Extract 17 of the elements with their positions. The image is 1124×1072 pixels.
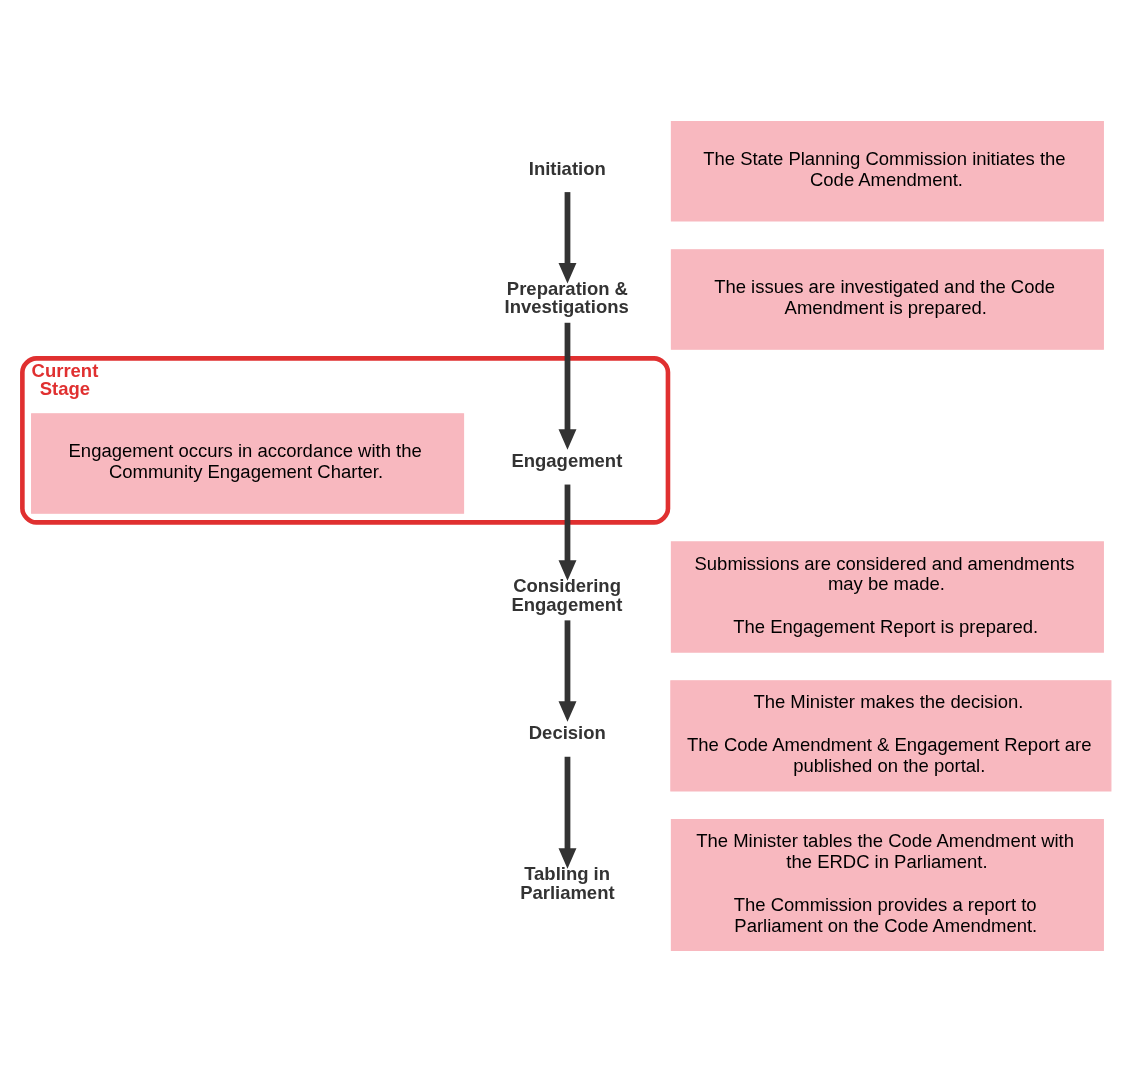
arrow (558, 322, 577, 450)
node-text: Tabling in Parliament (520, 863, 615, 903)
node-text: Preparation & Investigations (504, 277, 629, 318)
node-text: Engagement (511, 449, 623, 471)
node-text: Decision (528, 722, 606, 744)
arrow (558, 484, 577, 581)
node-box: The State Planning Commission initiates the Code Amendment. (670, 121, 1104, 222)
node-box: Engagement occurs in accordance with the Community Engagement Charter. (31, 413, 465, 514)
arrow (558, 620, 577, 722)
node-box: The issues are investigated and the Code Amendment is prepared. (670, 249, 1104, 350)
node-box: Submissions are considered and amendments may be made. The Engagement Report is prepared. (670, 541, 1104, 653)
node-text: Initiation (528, 157, 606, 179)
node-box: The Minister makes the decision. The Code Amendment & Engagement Report are published on the portal. (670, 680, 1112, 792)
node-box: The Minister tables the Code Amendment with the ERDC in Parliament. The Commission provides a report to Parliament on the Code Amendment. (670, 818, 1104, 952)
arrow (558, 756, 577, 869)
node-text: Considering Engagement (511, 575, 623, 615)
arrow (558, 192, 577, 284)
